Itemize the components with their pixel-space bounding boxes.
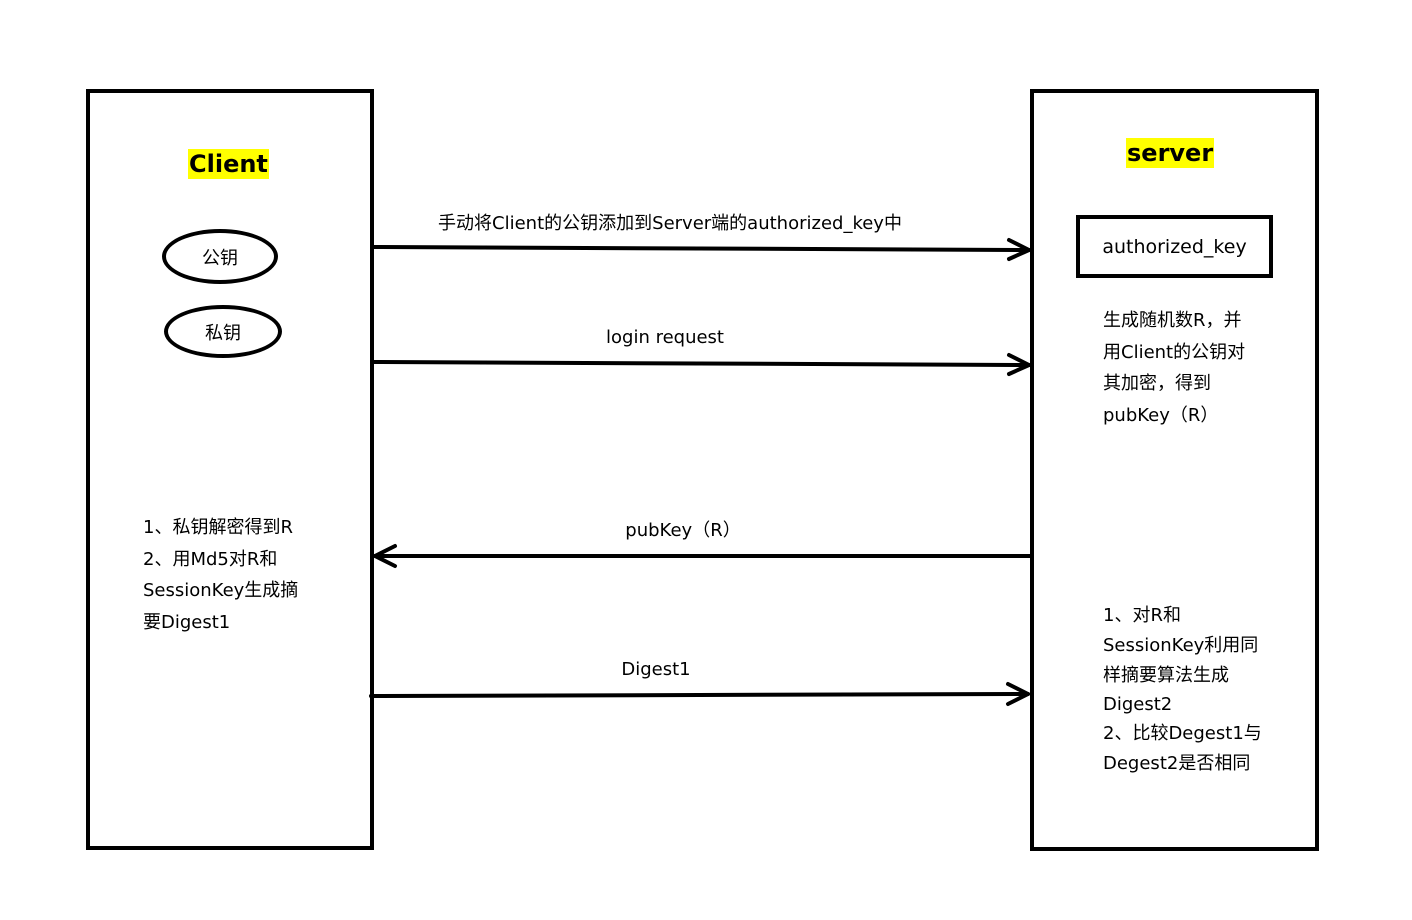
arrow-digest1 xyxy=(369,682,1030,706)
client-step-line: 要Digest1 xyxy=(143,611,231,633)
client-step-line: 2、用Md5对R和 xyxy=(143,548,278,570)
server-generate-line: 生成随机数R，并 xyxy=(1103,310,1242,331)
message-label-digest1: Digest1 xyxy=(621,659,691,680)
server-verify-line: Digest2 xyxy=(1103,694,1173,715)
server-generate-note: 生成随机数R，并 用Client的公钥对 其加密，得到 pubKey（R） xyxy=(1103,305,1245,431)
server-verify-line: Degest2是否相同 xyxy=(1103,753,1251,774)
message-label-pubkey-r: pubKey（R） xyxy=(625,520,741,541)
server-generate-line: 用Client的公钥对 xyxy=(1103,341,1246,363)
message-label-login-request: login request xyxy=(606,327,724,348)
private-key-label: 私钥 xyxy=(205,322,241,344)
server-verify-line: 样摘要算法生成 xyxy=(1103,665,1229,686)
client-box xyxy=(86,89,374,850)
server-verify-line: 2、比较Degest1与 xyxy=(1103,723,1262,744)
message-label-add-public-key: 手动将Client的公钥添加到Server端的authorized_key中 xyxy=(438,213,902,234)
arrow-pubkey-r xyxy=(373,544,1032,568)
arrow-add-public-key xyxy=(372,238,1031,261)
public-key-ellipse: 公钥 xyxy=(162,229,278,284)
server-generate-line: 其加密，得到 xyxy=(1103,373,1211,394)
server-verify-note: 1、对R和 SessionKey利用同 样摘要算法生成 Digest2 2、比较… xyxy=(1103,601,1262,779)
authorized-key-box: authorized_key xyxy=(1076,215,1273,278)
client-title: Client xyxy=(188,149,269,179)
public-key-label: 公钥 xyxy=(202,247,238,269)
client-step-line: SessionKey生成摘 xyxy=(143,580,299,601)
client-steps-note: 1、私钥解密得到R 2、用Md5对R和 SessionKey生成摘 要Diges… xyxy=(143,512,298,638)
client-step-line: 1、私钥解密得到R xyxy=(143,517,293,538)
server-verify-line: 1、对R和 xyxy=(1103,605,1181,626)
authorized-key-label: authorized_key xyxy=(1102,235,1247,258)
server-box xyxy=(1030,89,1319,851)
server-generate-line: pubKey（R） xyxy=(1103,404,1219,426)
private-key-ellipse: 私钥 xyxy=(164,305,282,358)
arrow-login-request xyxy=(372,353,1031,376)
server-title: server xyxy=(1126,138,1215,168)
server-verify-line: SessionKey利用同 xyxy=(1103,635,1259,656)
